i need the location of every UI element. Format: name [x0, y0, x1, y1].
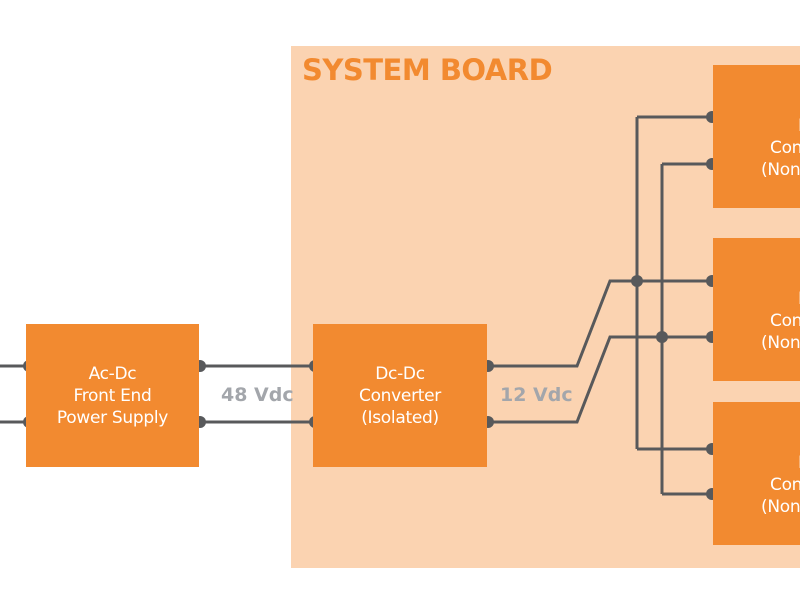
junction-dot-left	[631, 275, 643, 287]
acdc-label-line: Power Supply	[56, 407, 169, 428]
bus-48v-label: 48 Vdc	[221, 384, 294, 406]
pol-converter-block-1: PO Dc Conve (Non-is	[713, 65, 800, 208]
acdc-label-line: Ac-Dc	[88, 363, 137, 384]
pol-label-line: Dc	[743, 452, 800, 474]
pol-block-label: PO Dc Conve (Non-is	[743, 266, 800, 354]
bus-12v-wire-bottom	[488, 335, 713, 424]
pol-block-label: PO Dc Conve (Non-is	[743, 93, 800, 181]
dcdc-block-label: Dc-Dc Converter (Isolated)	[359, 363, 441, 429]
pol-label-line: Conve	[770, 474, 800, 495]
acdc-front-end-block: Ac-Dc Front End Power Supply	[26, 324, 199, 467]
pol-converter-block-3: PO Dc Conve (Non-is	[713, 402, 800, 545]
dcdc-label-line: Dc-Dc	[375, 363, 425, 384]
pol-label-line: PO	[743, 430, 800, 452]
bus-12v-label: 12 Vdc	[500, 384, 573, 406]
pol-label-line: (Non-is	[761, 332, 800, 353]
pol-label-line: (Non-is	[761, 159, 800, 180]
pol-label-line: (Non-is	[761, 496, 800, 517]
system-board-title: SYSTEM BOARD	[302, 53, 553, 87]
pol-label-line: Conve	[770, 137, 800, 158]
pol-label-line: Conve	[770, 310, 800, 331]
pol-label-line: Dc	[743, 115, 800, 137]
pol-label-line: Dc	[743, 288, 800, 310]
bus-12v-wire-top	[488, 279, 713, 368]
pol-label-line: PO	[743, 93, 800, 115]
acdc-block-label: Ac-Dc Front End Power Supply	[57, 363, 168, 429]
pol-converter-block-2: PO Dc Conve (Non-is	[713, 238, 800, 381]
acdc-label-line: Front End	[73, 385, 152, 406]
junction-dot-right	[656, 331, 668, 343]
pol-label-line: PO	[743, 266, 800, 288]
dcdc-label-line: (Isolated)	[361, 407, 439, 428]
dcdc-isolated-converter-block: Dc-Dc Converter (Isolated)	[313, 324, 487, 467]
pol-block-label: PO Dc Conve (Non-is	[743, 430, 800, 518]
dcdc-label-line: Converter	[359, 385, 441, 406]
